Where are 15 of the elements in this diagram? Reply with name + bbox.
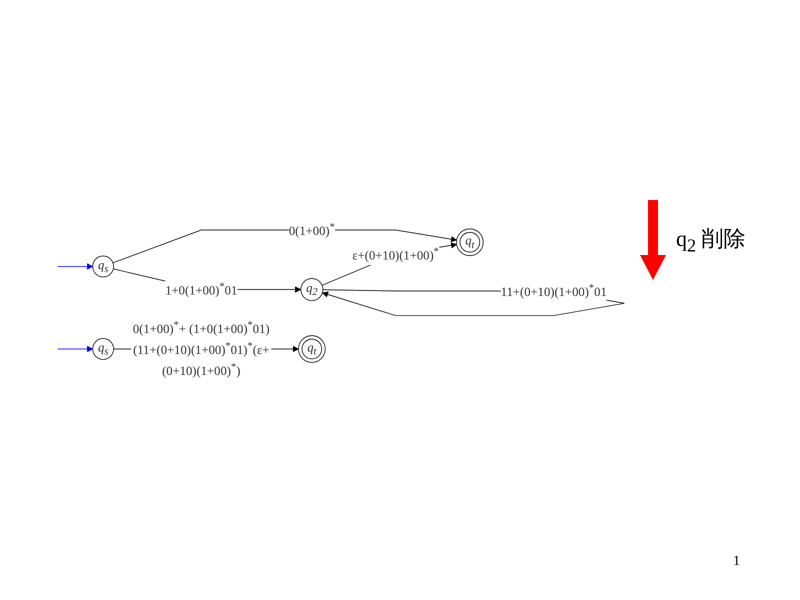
- page-number: 1: [733, 554, 740, 570]
- edge-label: 1+0(1+00)$^{*}$01: [165, 281, 238, 298]
- edge-label: ε+(0+10)(1+00)$^{*}$: [352, 246, 439, 262]
- state-circle: q$_{s}$: [92, 338, 114, 360]
- arrow: [57, 263, 93, 270]
- state-circle: q$_{2}$: [300, 278, 324, 301]
- state-circle: q$_{t}$: [456, 228, 484, 256]
- arrow: [322, 242, 457, 286]
- state-circle: q$_{s}$: [92, 256, 114, 278]
- edge-label: 0(1+00)$^{*}$: [288, 222, 335, 238]
- edge-label: 0(1+00)$^{*}$+ (1+0(1+00)$^{*}$01)(11+(0+10)(1+00)$^{*}$01)$^{*}$(ε+(0+10)(1+00)$^{*}$): [132, 320, 270, 378]
- arrow: [57, 346, 93, 352]
- state-circle: q$_{t}$: [298, 335, 326, 363]
- step-note: q$_{2}$ 削除: [676, 224, 746, 256]
- edge-label: 11+(0+10)(1+00)$^{*}$01: [500, 282, 607, 299]
